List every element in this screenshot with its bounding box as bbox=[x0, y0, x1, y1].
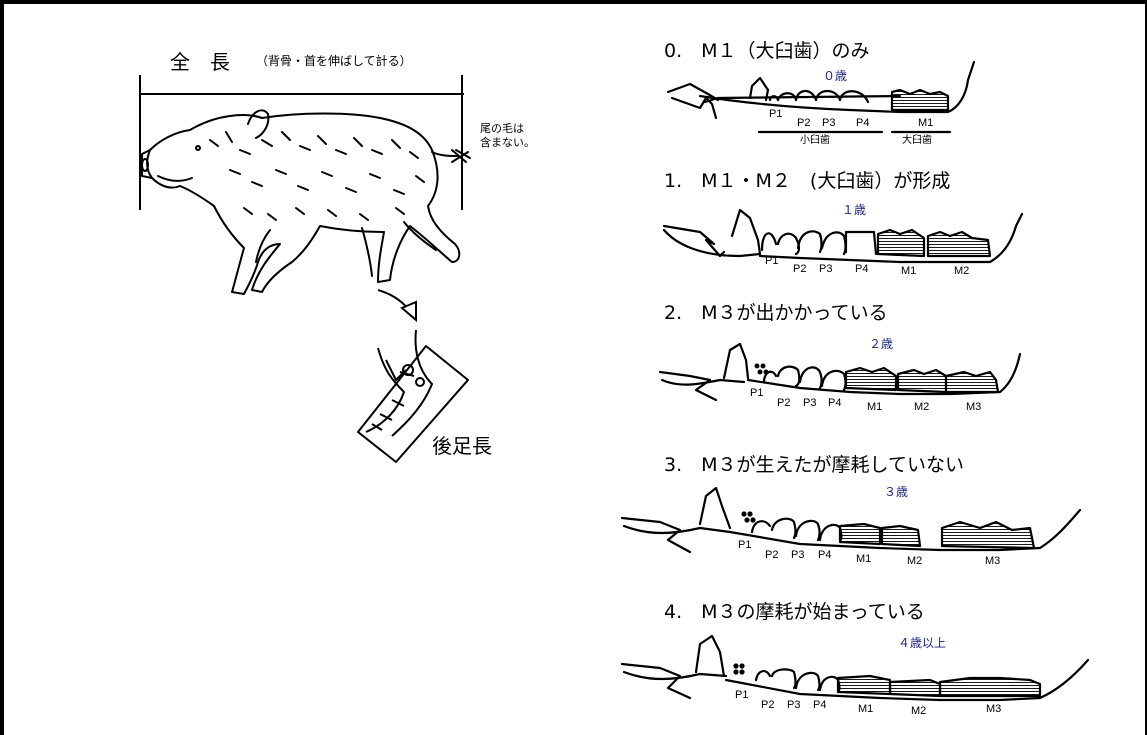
tooth-label: P3 bbox=[822, 117, 836, 129]
stage-1-title: 1. M１・M２ (大臼歯）が形成 bbox=[664, 170, 951, 192]
molar-group-label: 大臼歯 bbox=[902, 135, 932, 146]
tail-note-line2: 含まない。 bbox=[480, 136, 535, 149]
premolar-group-label: 小臼歯 bbox=[800, 135, 830, 146]
stage-2-title: 2. M３が出かかっている bbox=[664, 302, 888, 324]
tooth-label: M2 bbox=[954, 265, 970, 277]
tooth-label: P1 bbox=[735, 689, 749, 701]
tooth-label: P2 bbox=[797, 117, 811, 129]
stage-4-title: 4. M３の摩耗が始まっている bbox=[664, 601, 925, 623]
tooth-label: P3 bbox=[803, 397, 817, 409]
tooth-label: M2 bbox=[911, 705, 927, 717]
arrow-icon bbox=[377, 289, 417, 323]
stage-0-title: 0. M１（大臼歯）のみ bbox=[664, 40, 870, 62]
tooth-label: P4 bbox=[856, 117, 870, 129]
jaw-stage-2 bbox=[658, 342, 1022, 402]
total-length-label: 全 長 bbox=[170, 50, 230, 74]
tooth-label: M1 bbox=[901, 265, 917, 277]
tooth-label: P3 bbox=[791, 549, 805, 561]
stage-4-age: ４歳以上 bbox=[898, 636, 947, 650]
tooth-label: M1 bbox=[856, 553, 872, 565]
tooth-label: P1 bbox=[769, 108, 783, 120]
tooth-label: M1 bbox=[867, 401, 883, 413]
tooth-label: M3 bbox=[986, 703, 1002, 715]
jaw-stage-1 bbox=[662, 208, 1024, 264]
stage-3-title: 3. M３が生えたが摩耗していない bbox=[664, 454, 964, 476]
total-length-bracket bbox=[139, 75, 464, 210]
stage-1-age: １歳 bbox=[842, 203, 867, 217]
stage-0-age: ０歳 bbox=[823, 69, 848, 83]
tooth-label: P4 bbox=[818, 549, 832, 561]
tooth-label: P1 bbox=[738, 539, 752, 551]
tooth-label: P3 bbox=[819, 263, 833, 275]
jaw-stage-4 bbox=[620, 634, 1090, 702]
tooth-label: P1 bbox=[750, 387, 764, 399]
hind-foot-illustration bbox=[357, 329, 469, 463]
tooth-label: M1 bbox=[858, 703, 874, 715]
tooth-label: M3 bbox=[966, 401, 982, 413]
tooth-label: P2 bbox=[761, 699, 775, 711]
tooth-label: M2 bbox=[914, 401, 930, 413]
stage-2-age: ２歳 bbox=[869, 337, 894, 351]
tooth-label: P3 bbox=[787, 699, 801, 711]
tooth-label: M3 bbox=[985, 555, 1001, 567]
tooth-label: P1 bbox=[765, 255, 779, 267]
jaw-stage-0 bbox=[666, 60, 976, 134]
total-length-note: （背骨・首を伸ばして計る） bbox=[256, 54, 412, 68]
hind-foot-label: 後足長 bbox=[432, 434, 492, 458]
tooth-label: P4 bbox=[855, 263, 869, 275]
tooth-label: M1 bbox=[918, 117, 934, 129]
tooth-label: P2 bbox=[765, 549, 779, 561]
jaw-stage-3 bbox=[620, 486, 1082, 554]
tail-note-line1: 尾の毛は bbox=[480, 122, 524, 135]
jaw-diagrams bbox=[620, 60, 1090, 702]
tooth-label: P4 bbox=[828, 397, 842, 409]
tooth-label: P2 bbox=[777, 397, 791, 409]
tooth-label: M2 bbox=[907, 555, 923, 567]
tooth-label: P2 bbox=[793, 263, 807, 275]
tooth-label: P4 bbox=[813, 699, 827, 711]
stage-3-age: ３歳 bbox=[884, 485, 909, 499]
boar-illustration bbox=[141, 109, 471, 295]
